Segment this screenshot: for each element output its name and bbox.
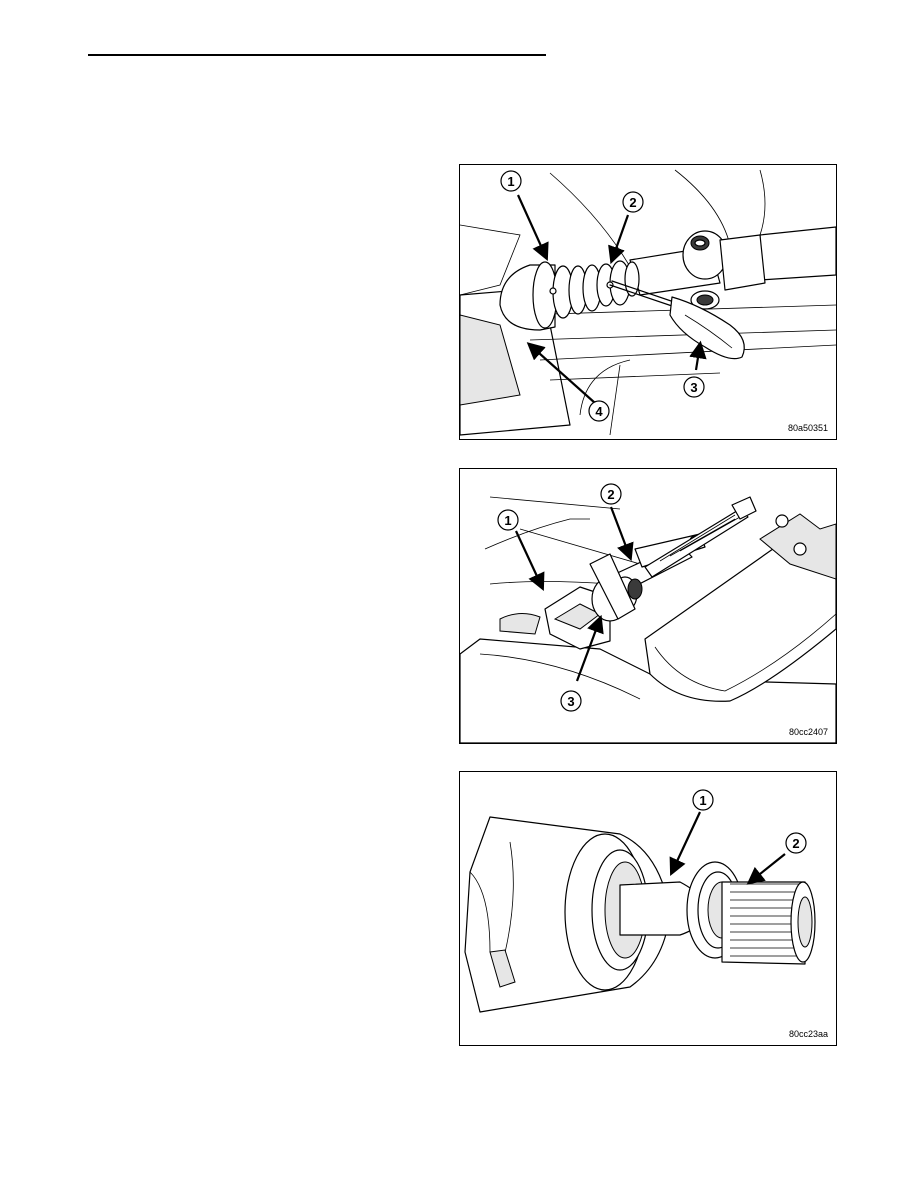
figure-code: 80cc2407 <box>788 727 828 737</box>
callout-3: 3 <box>683 376 705 398</box>
callout-3: 3 <box>560 690 582 712</box>
callout-1: 1 <box>500 170 522 192</box>
svg-text:1: 1 <box>699 793 706 808</box>
figure-code: 80cc23aa <box>788 1029 828 1039</box>
callout-2: 2 <box>622 191 644 213</box>
callout-4: 4 <box>588 400 610 422</box>
callout-2: 2 <box>600 483 622 505</box>
illustration-axle-seal: 1 2 <box>464 789 816 1013</box>
callout-1: 1 <box>692 789 714 811</box>
figure-puller-tool: 1 2 3 80cc2407 <box>459 468 837 744</box>
svg-text:3: 3 <box>690 380 697 395</box>
svg-text:2: 2 <box>607 487 614 502</box>
header-rule <box>88 54 546 56</box>
callout-2: 2 <box>785 832 807 854</box>
callout-1: 1 <box>497 509 519 531</box>
figure-boot-clamp: 1 2 3 4 80a50351 <box>459 164 837 440</box>
svg-text:3: 3 <box>567 694 574 709</box>
svg-text:2: 2 <box>629 195 636 210</box>
illustration-puller: 1 2 3 <box>460 483 836 743</box>
figure-code: 80a50351 <box>787 423 828 433</box>
svg-text:1: 1 <box>507 174 514 189</box>
svg-text:4: 4 <box>595 404 603 419</box>
svg-text:2: 2 <box>792 836 799 851</box>
svg-text:1: 1 <box>504 513 511 528</box>
illustration-driveshaft-boot: 1 2 3 4 <box>460 169 836 436</box>
figure-axle-seal: 1 2 80cc23aa <box>459 771 837 1046</box>
